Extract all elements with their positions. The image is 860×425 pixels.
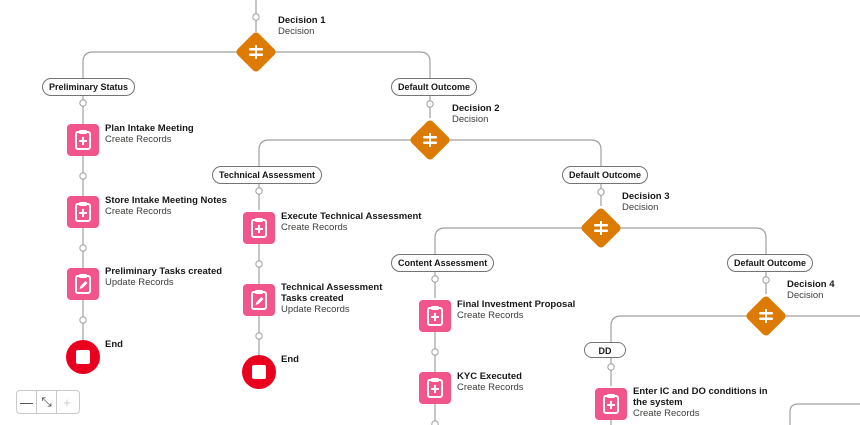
branch-default-outcome-1[interactable]: Default Outcome	[391, 78, 478, 96]
element-type: Update Records	[281, 304, 350, 315]
create-records-icon	[75, 202, 91, 222]
decision-4-label: Decision 4 Decision	[787, 279, 835, 301]
decision-type: Decision	[278, 26, 315, 37]
element-title: Store Intake Meeting Notes	[105, 195, 227, 206]
element-type: Create Records	[281, 222, 348, 233]
update-records-icon	[75, 274, 91, 294]
end-title: End	[281, 354, 299, 365]
create-records-icon	[75, 130, 91, 150]
branch-content-assessment[interactable]: Content Assessment	[391, 254, 495, 272]
element-type: Create Records	[105, 206, 172, 217]
create-records-icon	[427, 306, 443, 326]
final-investment-proposal-node[interactable]	[419, 300, 451, 332]
end-node-1[interactable]	[66, 340, 100, 374]
technical-assessment-tasks-created-label: Technical Assessment Tasks created Updat…	[281, 282, 406, 315]
element-title: Final Investment Proposal	[457, 299, 576, 310]
execute-technical-assessment-node[interactable]	[243, 212, 275, 244]
technical-assessment-tasks-created-node[interactable]	[243, 284, 275, 316]
update-records-icon	[251, 290, 267, 310]
preliminary-tasks-created-label: Preliminary Tasks created Update Records	[105, 266, 222, 288]
decision-title: Decision 2	[452, 103, 500, 114]
create-records-icon	[427, 378, 443, 398]
plan-intake-meeting-node[interactable]	[67, 124, 99, 156]
decision-1-label: Decision 1 Decision	[278, 15, 326, 37]
element-title: Execute Technical Assessment	[281, 211, 422, 222]
branch-dd[interactable]: DD	[584, 342, 626, 358]
stop-icon	[76, 350, 90, 364]
element-title: Plan Intake Meeting	[105, 123, 194, 134]
zoom-out-button[interactable]: —	[17, 391, 37, 413]
decision-title: Decision 4	[787, 279, 835, 290]
branch-default-outcome-2[interactable]: Default Outcome	[562, 166, 649, 184]
fit-view-button[interactable]: ⤡	[37, 391, 57, 413]
end-2-label: End	[281, 354, 299, 365]
element-type: Update Records	[105, 277, 174, 288]
enter-ic-and-do-conditions-node[interactable]	[595, 388, 627, 420]
preliminary-tasks-created-node[interactable]	[67, 268, 99, 300]
create-records-icon	[603, 394, 619, 414]
decision-icon	[249, 45, 263, 59]
end-1-label: End	[105, 339, 123, 350]
enter-ic-and-do-conditions-label: Enter IC and DO conditions in the system…	[633, 386, 783, 419]
branch-technical-assessment[interactable]: Technical Assessment	[212, 166, 323, 184]
element-title: KYC Executed	[457, 371, 522, 382]
final-investment-proposal-label: Final Investment Proposal Create Records	[457, 299, 575, 321]
decision-type: Decision	[787, 290, 824, 301]
zoom-in-button[interactable]: +	[63, 394, 71, 410]
element-type: Create Records	[105, 134, 172, 145]
element-title: Enter IC and DO conditions in the system	[633, 386, 768, 408]
element-title: Preliminary Tasks created	[105, 266, 223, 277]
zoom-controls: — ⤡ +	[16, 390, 80, 414]
decision-icon	[423, 133, 437, 147]
element-type: Create Records	[633, 408, 700, 419]
decision-2-label: Decision 2 Decision	[452, 103, 500, 125]
element-type: Create Records	[457, 382, 524, 393]
decision-title: Decision 3	[622, 191, 670, 202]
store-intake-meeting-notes-node[interactable]	[67, 196, 99, 228]
create-records-icon	[251, 218, 267, 238]
decision-icon	[759, 309, 773, 323]
element-type: Create Records	[457, 310, 524, 321]
decision-type: Decision	[452, 114, 489, 125]
store-intake-meeting-notes-label: Store Intake Meeting Notes Create Record…	[105, 195, 227, 217]
end-node-2[interactable]	[242, 355, 276, 389]
execute-technical-assessment-label: Execute Technical Assessment Create Reco…	[281, 211, 421, 233]
kyc-executed-label: KYC Executed Create Records	[457, 371, 524, 393]
element-title: Technical Assessment Tasks created	[281, 282, 383, 304]
stop-icon	[252, 365, 266, 379]
decision-type: Decision	[622, 202, 659, 213]
branch-default-outcome-3[interactable]: Default Outcome	[727, 254, 814, 272]
plan-intake-meeting-label: Plan Intake Meeting Create Records	[105, 123, 194, 145]
decision-icon	[594, 221, 608, 235]
decision-title: Decision 1	[278, 15, 326, 26]
decision-3-label: Decision 3 Decision	[622, 191, 670, 213]
end-title: End	[105, 339, 123, 350]
branch-preliminary-status[interactable]: Preliminary Status	[42, 78, 136, 96]
kyc-executed-node[interactable]	[419, 372, 451, 404]
